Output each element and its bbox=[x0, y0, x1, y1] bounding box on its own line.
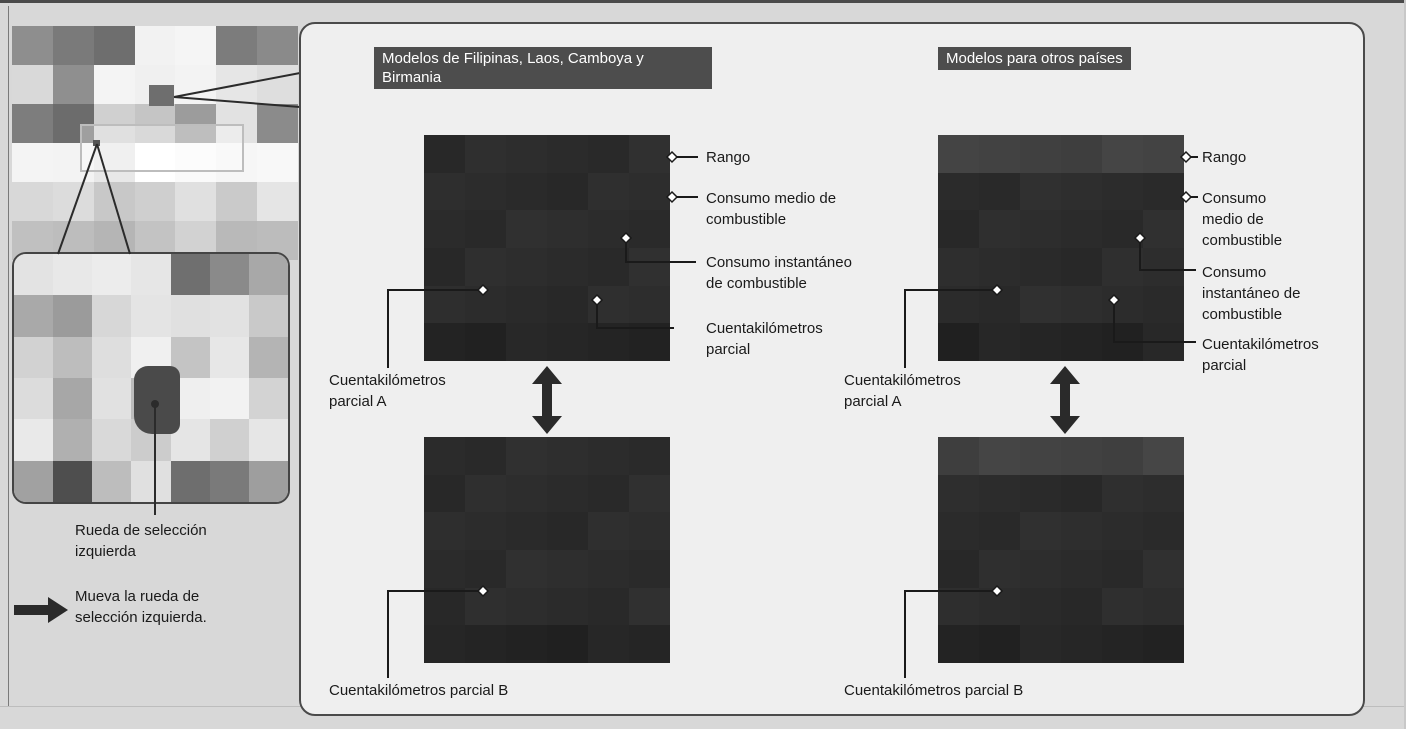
trip-a-label: Cuentakilómetros parcial A bbox=[329, 372, 446, 410]
wheel-marker bbox=[93, 140, 100, 146]
other-screen-top bbox=[938, 135, 1184, 361]
left-selector-wheel bbox=[134, 366, 180, 434]
range-label: Rango bbox=[706, 149, 751, 166]
other-countries-heading: Modelos para otros países bbox=[938, 47, 1131, 70]
double-vertical-arrow-icon bbox=[1050, 366, 1080, 434]
top-rule bbox=[0, 0, 1406, 3]
left-rule bbox=[8, 6, 9, 706]
trip-meter-label: Cuentakilómetros parcial bbox=[1202, 336, 1319, 374]
wheel-label: Rueda de selección izquierda bbox=[75, 522, 207, 560]
legend-text: Mueva la rueda de selección izquierda. bbox=[75, 588, 207, 626]
other-screen-bottom bbox=[938, 437, 1184, 663]
instant-fuel-label: Consumo instantáneo de combustible bbox=[706, 254, 852, 292]
philippines-screen-top bbox=[424, 135, 670, 361]
philippines-heading: Modelos de Filipinas, Laos, Camboya y Bi… bbox=[374, 47, 712, 89]
average-fuel-label: Consumo medio de combustible bbox=[706, 190, 837, 228]
average-fuel-label: Consumo medio de combustible bbox=[1202, 190, 1283, 249]
wheel-zoom-inset bbox=[12, 252, 290, 504]
trip-b-label: Cuentakilómetros parcial B bbox=[329, 682, 509, 699]
range-label: Rango bbox=[1202, 149, 1247, 166]
instant-fuel-label: Consumo instantáneo de combustible bbox=[1202, 264, 1301, 323]
double-vertical-arrow-icon bbox=[532, 366, 562, 434]
trip-meter-label: Cuentakilómetros parcial bbox=[706, 320, 823, 358]
display-marker bbox=[149, 85, 174, 106]
right-rule bbox=[1404, 0, 1406, 729]
philippines-screen-bottom bbox=[424, 437, 670, 663]
display-highlight bbox=[80, 124, 244, 172]
trip-a-label: Cuentakilómetros parcial A bbox=[844, 372, 961, 410]
right-arrow-icon bbox=[14, 597, 68, 623]
trip-b-label: Cuentakilómetros parcial B bbox=[844, 682, 1024, 699]
